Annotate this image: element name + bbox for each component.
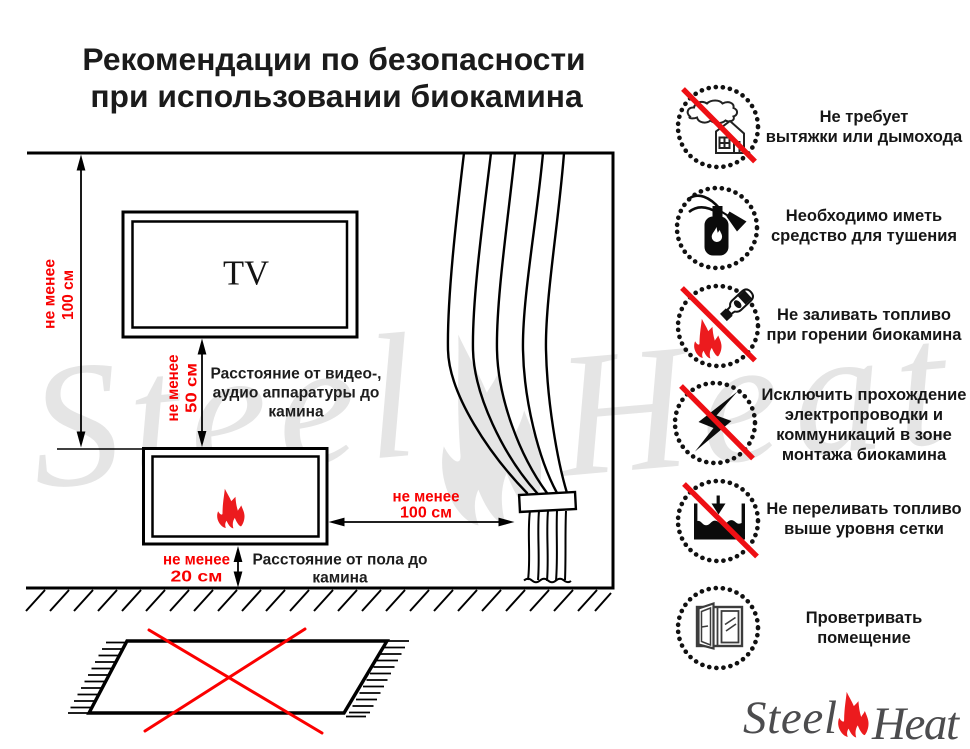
svg-text:Исключить прохождение: Исключить прохождение	[762, 386, 967, 404]
svg-text:коммуникаций в зоне: коммуникаций в зоне	[776, 426, 952, 444]
svg-text:50 см: 50 см	[184, 363, 201, 413]
svg-text:не менее: не менее	[393, 489, 460, 506]
svg-text:Не требует: Не требует	[820, 108, 909, 126]
svg-text:Steel: Steel	[743, 692, 837, 744]
svg-text:Необходимо иметь: Необходимо иметь	[786, 207, 942, 225]
svg-text:Расстояние от пола до: Расстояние от пола до	[252, 552, 427, 569]
svg-text:средство для тушения: средство для тушения	[771, 227, 957, 245]
svg-text:не менее: не менее	[163, 552, 230, 569]
svg-text:электропроводки и: электропроводки и	[785, 406, 943, 424]
svg-text:аудио аппаратуры до: аудио аппаратуры до	[213, 385, 380, 402]
svg-text:не менее: не менее	[42, 259, 59, 329]
svg-text:Heat: Heat	[871, 698, 960, 749]
svg-text:выше уровня сетки: выше уровня сетки	[784, 520, 944, 538]
svg-text:камина: камина	[312, 570, 368, 587]
svg-text:100 см: 100 см	[60, 270, 77, 320]
svg-text:Не переливать топливо: Не переливать топливо	[766, 500, 961, 518]
svg-text:Не заливать топливо: Не заливать топливо	[777, 306, 951, 324]
svg-text:вытяжки или дымохода: вытяжки или дымохода	[766, 128, 963, 146]
svg-text:20 см: 20 см	[171, 569, 223, 586]
svg-text:помещение: помещение	[817, 629, 911, 647]
svg-text:TV: TV	[223, 255, 269, 293]
svg-text:Проветривать: Проветривать	[806, 609, 923, 627]
svg-text:Рекомендации по безопасности: Рекомендации по безопасности	[82, 41, 585, 77]
svg-text:100 см: 100 см	[400, 505, 452, 522]
svg-text:при использовании биокамина: при использовании биокамина	[90, 78, 583, 114]
svg-text:монтажа биокамина: монтажа биокамина	[782, 446, 947, 464]
svg-text:не менее: не менее	[165, 354, 182, 421]
svg-text:Расстояние от видео-,: Расстояние от видео-,	[211, 366, 382, 383]
svg-text:камина: камина	[268, 404, 324, 421]
svg-text:при горении биокамина: при горении биокамина	[767, 326, 963, 344]
